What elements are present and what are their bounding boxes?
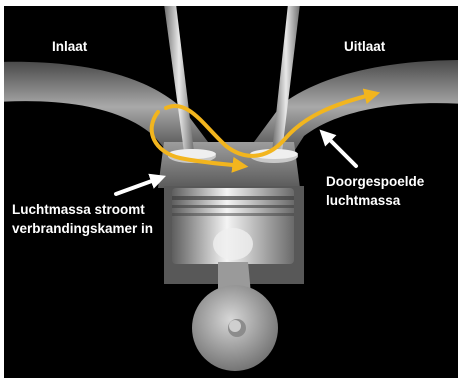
piston — [172, 188, 294, 264]
scavenged-air-label-line-2: luchtmassa — [326, 191, 424, 210]
scavenge-label-pointer — [324, 134, 356, 166]
intake-label: Inlaat — [52, 37, 87, 56]
crankshaft — [192, 285, 278, 371]
intake-label-pointer — [116, 178, 160, 194]
intake-flow-label: Luchtmassa stroomt verbrandingskamer in — [12, 200, 153, 238]
intake-flow-label-line-2: verbrandingskamer in — [12, 219, 153, 238]
scavenged-air-label: Doorgespoelde luchtmassa — [326, 172, 424, 210]
engine-diagram-frame: Inlaat Uitlaat Doorgespoelde luchtmassa … — [4, 6, 458, 378]
scavenged-air-label-line-1: Doorgespoelde — [326, 172, 424, 191]
exhaust-label: Uitlaat — [344, 37, 385, 56]
intake-flow-label-line-1: Luchtmassa stroomt — [12, 200, 153, 219]
